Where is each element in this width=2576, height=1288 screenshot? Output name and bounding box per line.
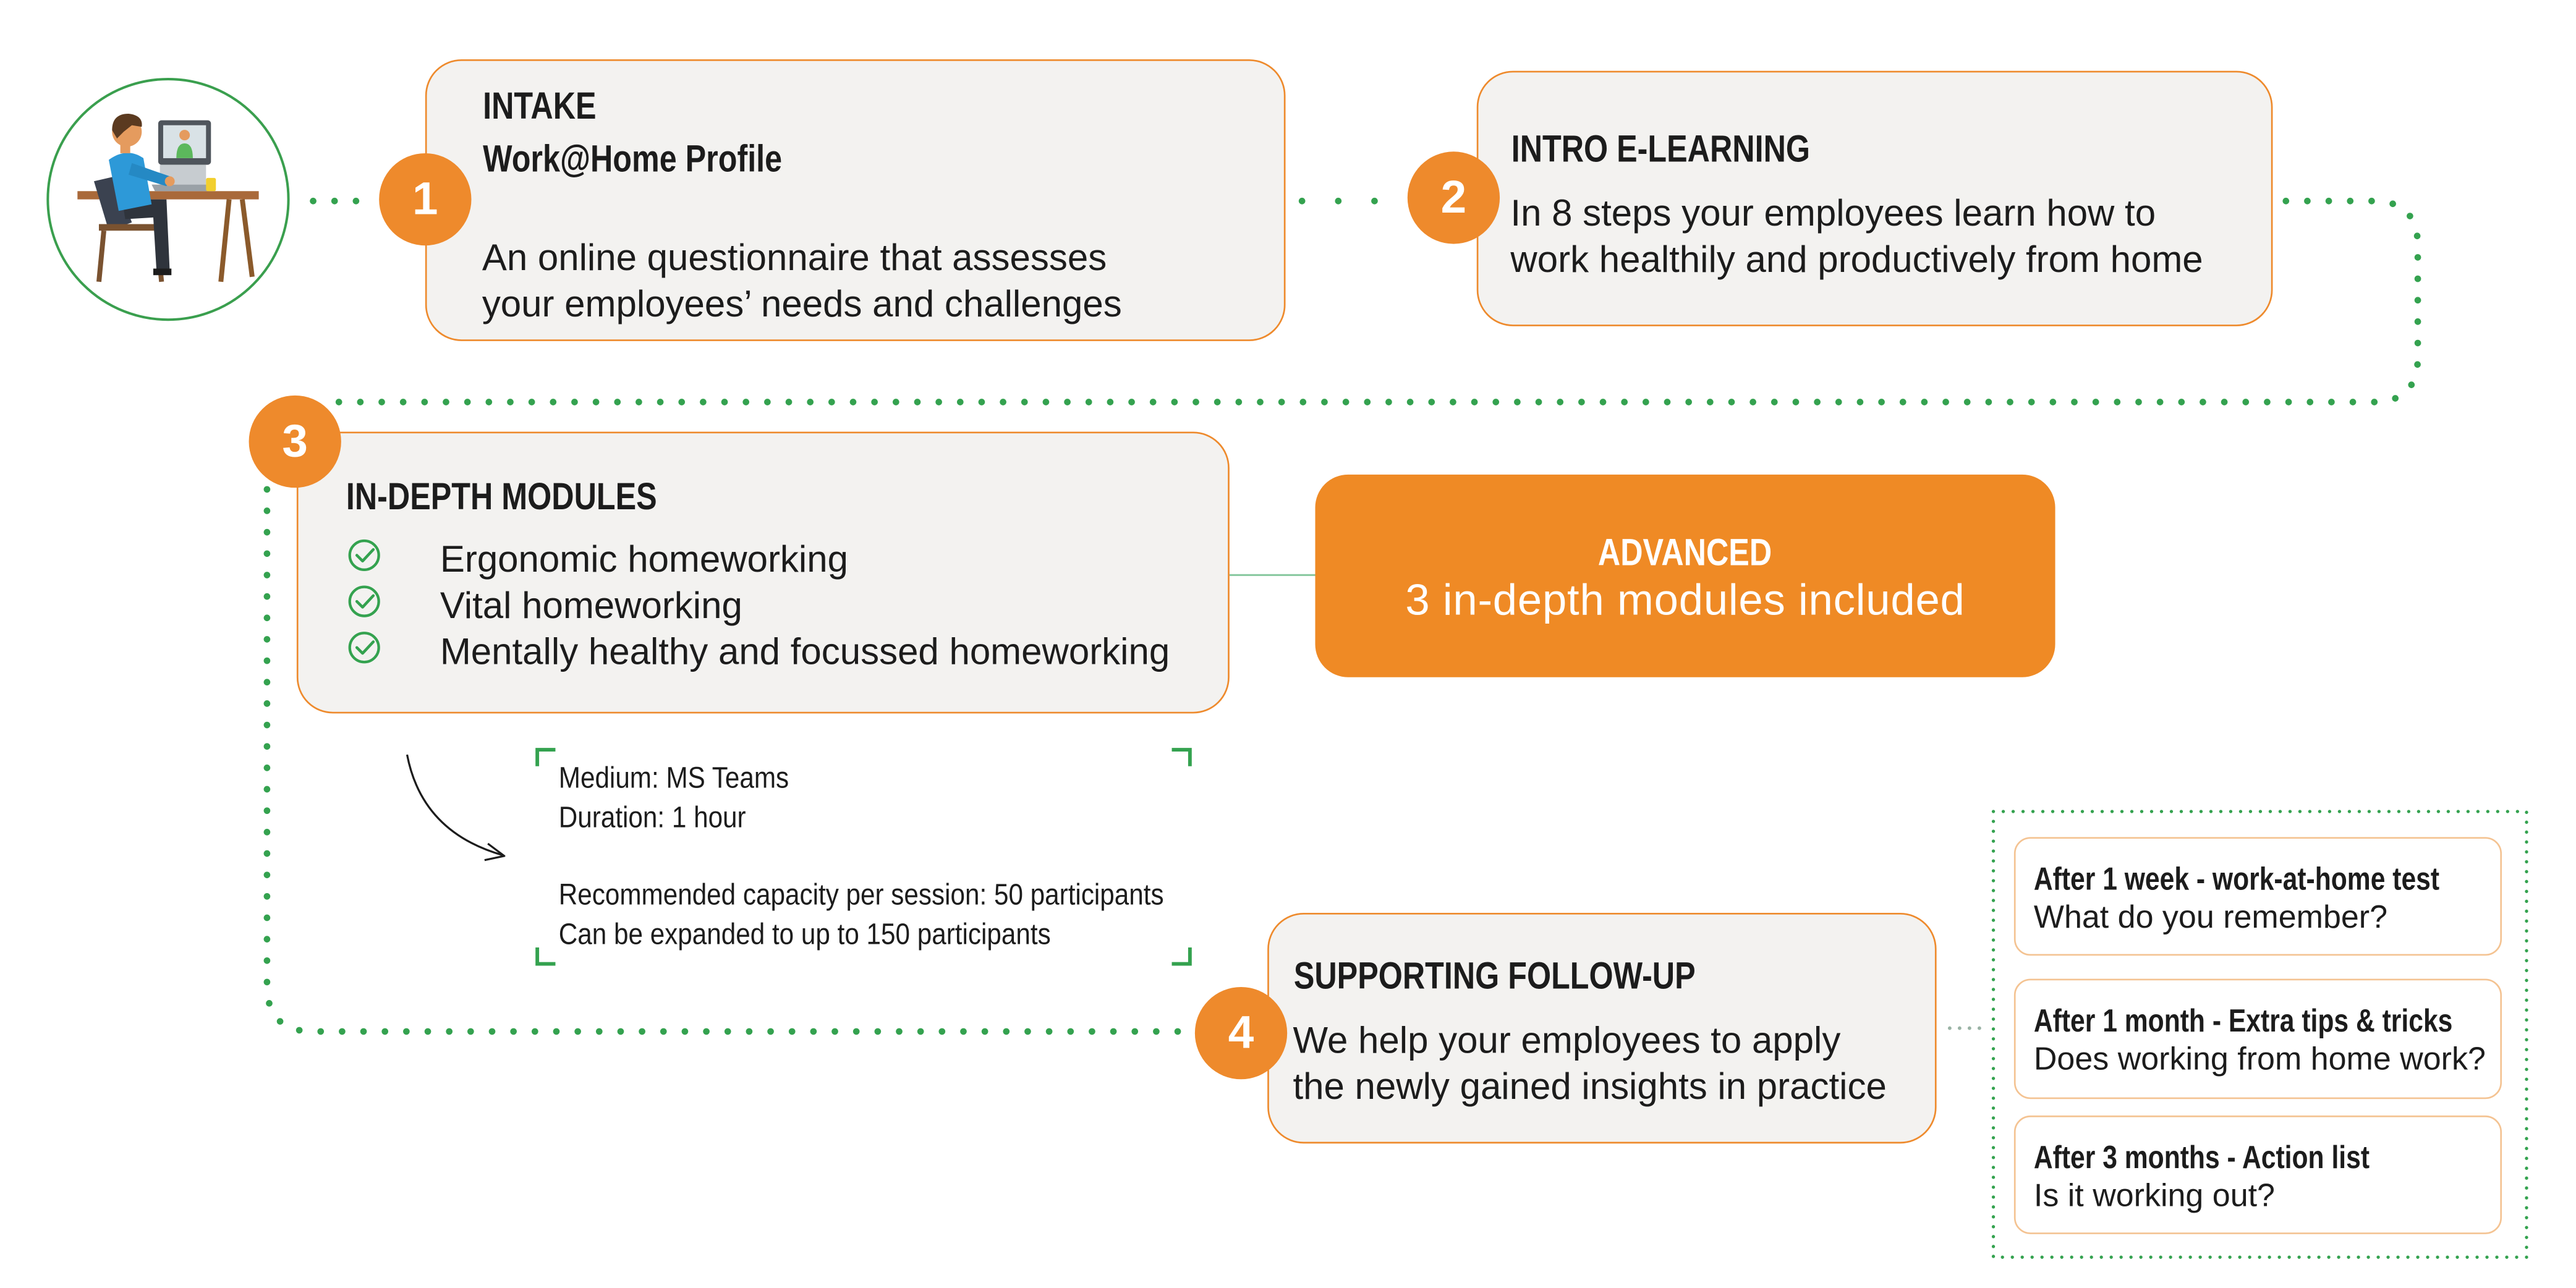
step-number-badge: 1 — [379, 153, 472, 246]
step-number-badge: 4 — [1194, 986, 1288, 1080]
step-subheading: Work@Home Profile — [482, 135, 781, 179]
checkpoint-title: After 3 months - Action list — [2033, 1140, 2370, 1177]
session-detail-spacer — [559, 838, 1164, 877]
check-circle-icon — [347, 539, 380, 572]
module-item: Mentally healthy and focussed homeworkin… — [299, 629, 1228, 675]
step-description-line: work healthily and productively from hom… — [1510, 238, 2203, 279]
session-details-bracket — [535, 748, 1192, 966]
step-heading: INTAKE — [482, 83, 596, 126]
step-intake-box: INTAKE Work@Home Profile An online quest… — [425, 59, 1286, 341]
follow-up-checkpoint: After 1 month - Extra tips & tricks Does… — [2013, 978, 2502, 1099]
session-detail-line: Duration: 1 hour — [558, 800, 746, 834]
session-detail-line: Medium: MS Teams — [558, 761, 789, 795]
step-description-line: the newly gained insights in practice — [1293, 1065, 1887, 1107]
advanced-package-box: ADVANCED 3 in-depth modules included — [1315, 474, 2055, 677]
module-item: Ergonomic homeworking — [299, 536, 1228, 583]
step-description: An online questionnaire that assesses yo… — [482, 235, 1122, 327]
module-item: Vital homeworking — [299, 582, 1228, 629]
step-description-line: your employees’ needs and challenges — [482, 282, 1122, 324]
follow-up-checkpoint: After 3 months - Action list Is it worki… — [2013, 1115, 2502, 1234]
module-label: Mentally healthy and focussed homeworkin… — [440, 630, 1170, 672]
bracket-corner-bottom-left — [535, 947, 556, 966]
monitor — [158, 120, 211, 165]
session-details: Medium: MS Teams Duration: 1 hour Recomm… — [559, 760, 1164, 955]
worker-at-desk-icon — [46, 77, 290, 321]
advanced-subtitle: 3 in-depth modules included — [1405, 575, 1965, 625]
checkpoint-question: Does working from home work? — [2033, 1041, 2486, 1078]
checkpoint-question: Is it working out? — [2033, 1178, 2275, 1214]
step-description: In 8 steps your employees learn how to w… — [1510, 190, 2203, 282]
step-number-badge: 3 — [249, 395, 341, 488]
step-number-badge: 2 — [1407, 151, 1500, 244]
bracket-corner-bottom-right — [1171, 947, 1192, 966]
bracket-corner-top-right — [1171, 748, 1192, 766]
advanced-title-text: ADVANCED — [1598, 530, 1772, 574]
dotted-connector-modules-to-follow-up — [263, 486, 1200, 1035]
session-detail-line: Recommended capacity per session: 50 par… — [558, 878, 1164, 912]
follow-up-checkpoint: After 1 week - work-at-home test What do… — [2013, 837, 2502, 956]
person-arm-and-head — [112, 113, 175, 187]
step-description: We help your employees to apply the newl… — [1293, 1017, 1887, 1109]
checkpoint-title: After 1 week - work-at-home test — [2033, 862, 2440, 898]
dotted-connector-elearning-to-modules — [326, 197, 2421, 405]
checkpoint-title: After 1 month - Extra tips & tricks — [2033, 1003, 2453, 1040]
step-intro-elearning-box: INTRO E-LEARNING In 8 steps your employe… — [1476, 70, 2273, 326]
step-supporting-follow-up-box: SUPPORTING FOLLOW-UP We help your employ… — [1267, 912, 1937, 1144]
module-label: Ergonomic homeworking — [440, 538, 849, 580]
step-in-depth-modules-box: IN-DEPTH MODULES Ergonomic homeworking V… — [296, 431, 1230, 714]
checkpoints-dotted-frame — [1991, 810, 2528, 1259]
module-label: Vital homeworking — [440, 584, 742, 625]
coffee-mug — [206, 177, 216, 192]
step-description-line: An online questionnaire that assesses — [482, 236, 1107, 278]
checkpoint-question: What do you remember? — [2033, 899, 2388, 936]
step-description-line: We help your employees to apply — [1293, 1019, 1841, 1061]
step-heading: IN-DEPTH MODULES — [345, 473, 657, 517]
check-circle-icon — [347, 632, 380, 664]
check-circle-icon — [347, 585, 380, 617]
step-heading: INTRO E-LEARNING — [1510, 125, 1809, 169]
advanced-title: ADVANCED — [1315, 525, 2055, 578]
session-detail-line: Can be expanded to up to 150 participant… — [558, 917, 1051, 951]
curved-arrow-icon — [406, 754, 506, 862]
step-heading: SUPPORTING FOLLOW-UP — [1293, 953, 1695, 996]
step-description-line: In 8 steps your employees learn how to — [1510, 192, 2156, 234]
laptop — [151, 164, 213, 192]
bracket-corner-top-left — [535, 748, 556, 766]
